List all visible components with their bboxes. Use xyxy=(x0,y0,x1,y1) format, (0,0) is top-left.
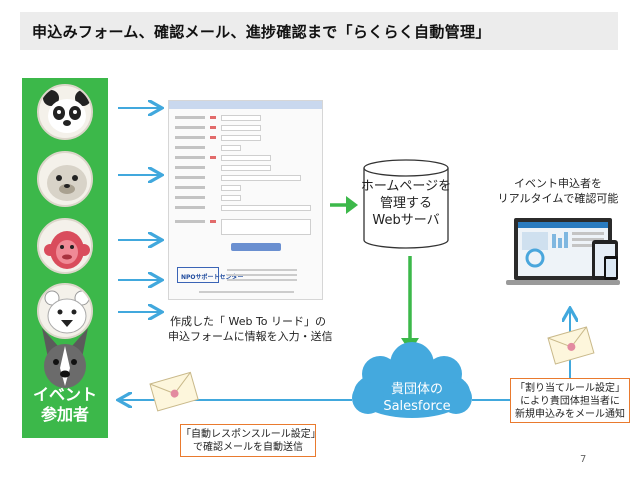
npo-logo-text: NPOサポートセンター xyxy=(181,274,244,281)
salesforce-label: 貴団体の Salesforce xyxy=(362,381,472,415)
salesforce-line2: Salesforce xyxy=(383,399,451,414)
participant-arrows xyxy=(118,108,160,312)
npo-support-center-logo: NPOサポートセンター xyxy=(177,267,244,283)
panel-label-line1: イベント xyxy=(32,385,97,404)
confirmation-envelope-icon xyxy=(149,371,199,412)
polar-bear-icon xyxy=(37,283,93,339)
auto-response-note: 「自動レスポンスルール設定」 で確認メールを自動送信 xyxy=(180,424,321,457)
realtime-caption: イベント申込者を リアルタイムで確認可能 xyxy=(488,176,628,206)
dashboard-devices-icon xyxy=(506,218,620,285)
title-bar: 申込みフォーム、確認メール、進捗確認まで「らくらく自動管理」 xyxy=(20,12,618,50)
panda-icon xyxy=(37,84,93,140)
page-number: 7 xyxy=(580,454,587,465)
form-caption-line2: 申込フォームに情報を入力・送信 xyxy=(168,330,333,343)
assign-note-line3: 新規申込みをメール通知 xyxy=(515,409,625,420)
form-header-bar xyxy=(169,101,322,109)
web-server-label: ホームページを 管理する Webサーバ xyxy=(360,178,452,229)
seal-icon xyxy=(37,151,93,207)
form-caption: 作成した「 Web To リード」の 申込フォームに情報を入力・送信 xyxy=(168,314,333,344)
panel-label-line2: 参加者 xyxy=(40,405,89,424)
slide-title: 申込みフォーム、確認メール、進捗確認まで「らくらく自動管理」 xyxy=(32,23,491,41)
server-to-salesforce-arrow xyxy=(401,256,419,352)
assign-note-line2: により貴団体担当者に xyxy=(520,396,620,407)
submit-button[interactable] xyxy=(231,243,281,251)
web-server-cylinder xyxy=(363,159,449,249)
realtime-caption-line1: イベント申込者を xyxy=(514,177,602,190)
realtime-caption-line2: リアルタイムで確認可能 xyxy=(497,192,619,205)
web-to-lead-form-screenshot: NPOサポートセンター xyxy=(168,100,323,300)
auto-note-line1: 「自動レスポンスルール設定」 xyxy=(181,429,321,440)
auto-note-line2: で確認メールを自動送信 xyxy=(193,442,303,453)
event-participants-panel: イベント 参加者 xyxy=(22,78,108,438)
assignment-rule-note: 「割り当てルール設定」 により貴団体担当者に 新規申込みをメール通知 xyxy=(510,378,630,423)
salesforce-cloud xyxy=(352,342,472,418)
assign-note-line1: 「割り当てルール設定」 xyxy=(515,383,625,394)
notification-envelope-icon xyxy=(547,326,595,365)
monkey-icon xyxy=(37,218,93,274)
form-caption-line1: 作成した「 Web To リード」の xyxy=(169,315,327,328)
salesforce-line1: 貴団体の xyxy=(390,382,443,397)
dog-icon xyxy=(36,324,94,398)
web-server-line2: 管理する xyxy=(379,196,432,211)
form-to-server-arrow xyxy=(330,196,358,214)
web-server-line3: Webサーバ xyxy=(372,213,440,228)
web-server-line1: ホームページを xyxy=(360,179,452,194)
